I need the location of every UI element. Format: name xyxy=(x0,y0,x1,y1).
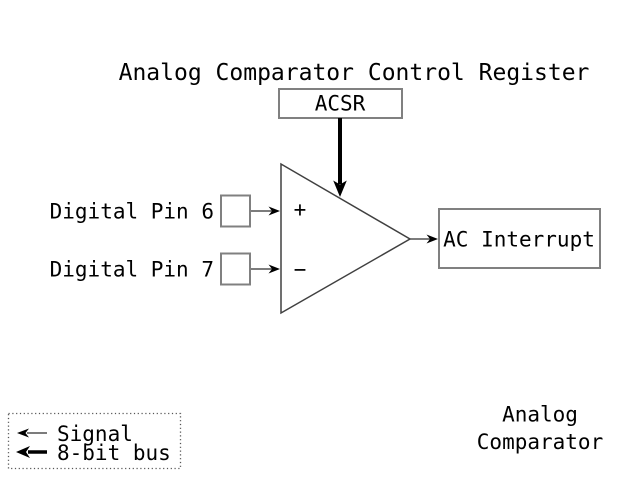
ac-interrupt-label: AC Interrupt xyxy=(443,228,595,252)
output-signal-arrow xyxy=(410,234,438,244)
legend-signal-label: Signal xyxy=(57,422,133,446)
comparator-minus-label: − xyxy=(294,258,307,282)
acsr-bus-arrow xyxy=(333,118,347,197)
comparator-plus-label: + xyxy=(294,198,307,222)
pin7-signal-arrow xyxy=(251,264,280,274)
legend-bus-label: 8-bit bus xyxy=(57,441,171,465)
ac-interrupt-box xyxy=(438,208,601,269)
caption-line2: Comparator xyxy=(477,430,603,454)
legend-box xyxy=(7,412,182,470)
legend-bus-arrowhead-left-icon xyxy=(16,446,30,458)
pin6-arrowhead-right-icon xyxy=(268,206,280,216)
diagram-title: Analog Comparator Control Register xyxy=(119,60,590,86)
comparator-triangle xyxy=(280,162,412,315)
pin6-box xyxy=(220,194,251,228)
pin6-label: Digital Pin 6 xyxy=(50,200,214,224)
pin7-label: Digital Pin 7 xyxy=(50,258,214,282)
legend-signal-arrow xyxy=(17,428,47,438)
acsr-box-label: ACSR xyxy=(315,92,366,116)
pin6-signal-arrow xyxy=(251,206,280,216)
pin7-box xyxy=(220,252,251,286)
caption-line1: Analog xyxy=(502,403,578,427)
legend-bus-arrow xyxy=(16,446,47,458)
pin7-arrowhead-right-icon xyxy=(268,264,280,274)
bus-arrowhead-down-icon xyxy=(333,180,347,197)
legend-signal-arrowhead-left-icon xyxy=(17,428,29,438)
output-arrowhead-right-icon xyxy=(426,234,438,244)
